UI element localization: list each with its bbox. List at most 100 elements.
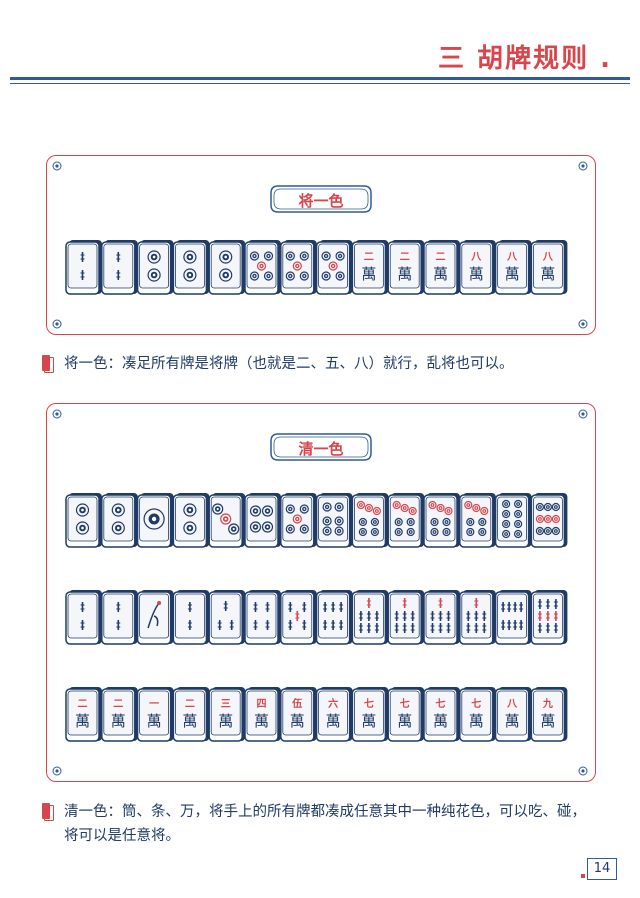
svg-text:萬: 萬 <box>433 265 448 283</box>
mahjong-tile <box>101 590 138 645</box>
corner-ornament-icon <box>52 319 62 329</box>
svg-text:萬: 萬 <box>361 712 376 730</box>
svg-text:八: 八 <box>470 251 482 263</box>
svg-text:二: 二 <box>400 251 410 263</box>
mahjong-tile <box>65 493 102 548</box>
mahjong-tile <box>280 240 317 295</box>
mahjong-tile <box>351 590 389 645</box>
svg-text:萬: 萬 <box>147 712 162 730</box>
svg-text:七: 七 <box>471 697 481 710</box>
mahjong-tile <box>172 590 210 645</box>
svg-text:萬: 萬 <box>75 712 90 730</box>
mahjong-tile <box>244 493 281 548</box>
tile-row <box>65 493 568 548</box>
mahjong-tile: 一萬 <box>136 687 174 742</box>
mahjong-tile <box>208 240 246 295</box>
svg-text:六: 六 <box>328 697 338 710</box>
svg-text:七: 七 <box>364 697 374 710</box>
corner-ornament-icon <box>52 766 62 776</box>
caption-marker-icon <box>42 355 54 373</box>
mahjong-tile <box>280 493 317 548</box>
mahjong-tile <box>136 590 174 645</box>
badge-frame-icon <box>270 185 372 213</box>
svg-text:萬: 萬 <box>540 265 555 283</box>
mahjong-tile: 六萬 <box>315 687 353 742</box>
mahjong-tile <box>459 590 496 645</box>
mahjong-tile: 四萬 <box>244 687 281 742</box>
svg-text:萬: 萬 <box>254 712 269 730</box>
mahjong-tile <box>494 590 532 645</box>
mahjong-tile: 七萬 <box>387 687 425 742</box>
badge-qingyise: 清一色 <box>270 433 372 461</box>
mahjong-tile: 三萬 <box>208 687 246 742</box>
panel-jiangyise <box>46 155 596 335</box>
mahjong-tile: 二萬 <box>387 240 425 295</box>
svg-text:八: 八 <box>506 698 518 710</box>
mahjong-tile <box>136 240 174 295</box>
mahjong-tile: 二萬 <box>351 240 389 295</box>
svg-text:萬: 萬 <box>397 265 412 283</box>
tile-row <box>65 590 568 645</box>
mahjong-tile <box>459 493 496 548</box>
mahjong-tile <box>280 590 317 645</box>
mahjong-tile <box>315 590 353 645</box>
mahjong-tile: 二萬 <box>172 687 210 742</box>
caption-jiangyise: 将一色：凑足所有牌是将牌（也就是二、五、八）就行，乱将也可以。 <box>64 356 514 372</box>
svg-text:萬: 萬 <box>505 265 520 283</box>
mahjong-tile <box>65 590 102 645</box>
mahjong-tile <box>172 493 210 548</box>
mahjong-tile: 伍萬 <box>280 687 317 742</box>
mahjong-tile <box>244 240 281 295</box>
mahjong-tile <box>65 240 102 295</box>
corner-ornament-icon <box>52 409 62 419</box>
page-number-dot <box>581 874 585 878</box>
svg-text:二: 二 <box>364 251 374 263</box>
svg-text:萬: 萬 <box>469 712 484 730</box>
mahjong-tile: 八萬 <box>459 240 496 295</box>
mahjong-tile <box>315 493 353 548</box>
svg-text:四: 四 <box>257 698 267 710</box>
mahjong-tile <box>208 590 246 645</box>
svg-text:三: 三 <box>221 698 231 710</box>
svg-text:萬: 萬 <box>397 712 412 730</box>
svg-text:二: 二 <box>185 698 195 710</box>
svg-text:萬: 萬 <box>505 712 520 730</box>
mahjong-tile <box>136 493 174 548</box>
mahjong-tile: 八萬 <box>494 240 532 295</box>
mahjong-tile <box>244 590 281 645</box>
svg-text:萬: 萬 <box>326 712 341 730</box>
mahjong-tile <box>387 493 425 548</box>
svg-text:萬: 萬 <box>290 712 305 730</box>
mahjong-tile <box>172 240 210 295</box>
svg-text:萬: 萬 <box>469 265 484 283</box>
svg-text:二: 二 <box>113 698 123 710</box>
corner-ornament-icon <box>578 319 588 329</box>
svg-text:萬: 萬 <box>361 265 376 283</box>
caption-qingyise: 清一色：筒、条、万，将手上的所有牌都凑成任意其中一种纯花色，可以吃、碰，将可以是… <box>64 804 586 844</box>
mahjong-tile: 二萬 <box>65 687 102 742</box>
corner-ornament-icon <box>578 409 588 419</box>
badge-jiangyise: 将一色 <box>270 185 372 213</box>
svg-text:七: 七 <box>436 697 446 710</box>
svg-text:萬: 萬 <box>182 712 197 730</box>
mahjong-tile <box>315 240 353 295</box>
mahjong-tile <box>101 240 138 295</box>
svg-text:萬: 萬 <box>540 712 555 730</box>
header-rule-thick <box>10 77 630 80</box>
badge-label: 清一色 <box>298 440 344 458</box>
svg-text:萬: 萬 <box>218 712 233 730</box>
mahjong-tile: 二萬 <box>423 240 460 295</box>
svg-text:九: 九 <box>542 697 553 710</box>
mahjong-tile <box>530 493 568 548</box>
page-number: 14 <box>587 858 617 880</box>
svg-text:萬: 萬 <box>433 712 448 730</box>
mahjong-tile <box>494 493 532 548</box>
header-rule-thin <box>10 83 630 84</box>
mahjong-tile: 八萬 <box>530 240 568 295</box>
panel-qingyise <box>46 403 596 782</box>
mahjong-tile: 二萬 <box>101 687 138 742</box>
mahjong-tile <box>530 590 568 645</box>
mahjong-tile <box>208 493 246 548</box>
svg-text:八: 八 <box>506 251 518 263</box>
